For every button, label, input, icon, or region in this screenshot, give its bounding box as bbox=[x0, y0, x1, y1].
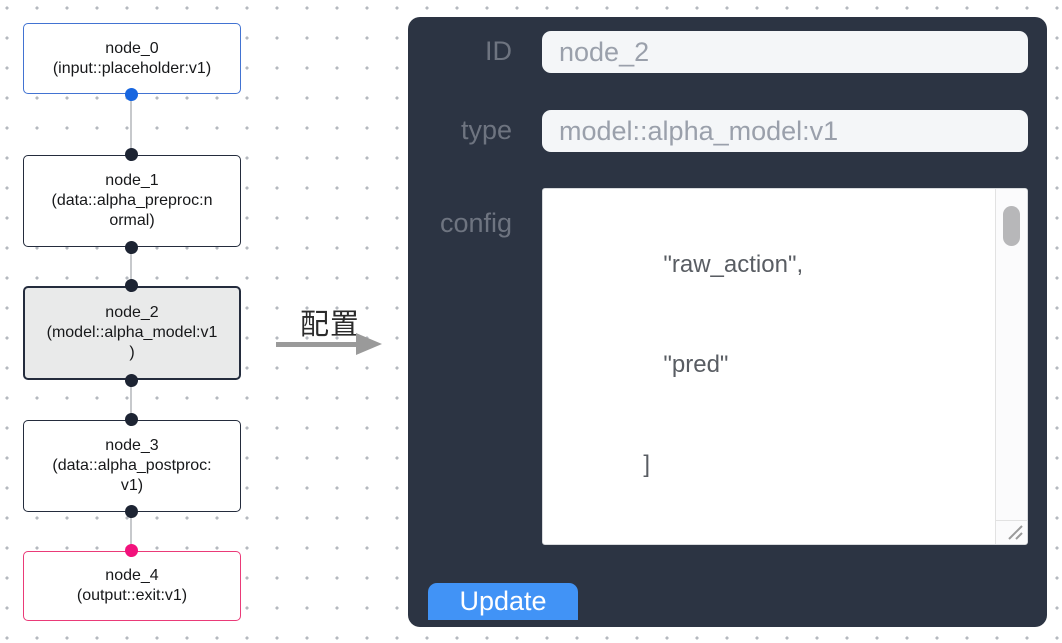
port-node_2-input[interactable] bbox=[125, 279, 138, 292]
node-title: node_3 bbox=[105, 437, 159, 454]
scrollbar-track-border bbox=[995, 189, 996, 544]
edge-node_0-node_1 bbox=[130, 94, 132, 155]
scrollbar-track[interactable] bbox=[996, 189, 1027, 544]
config-textarea[interactable]: "raw_action", "pred" ] }, "trace": { "sc… bbox=[542, 188, 1028, 545]
config-panel: ID node_2 type model::alpha_model:v1 con… bbox=[408, 17, 1047, 627]
node-subtitle-line: (model::alpha_model:v1 bbox=[46, 324, 218, 341]
flow-node-node_3[interactable]: node_3 (data::alpha_postproc: v1) bbox=[23, 420, 241, 512]
id-input-value: node_2 bbox=[559, 37, 650, 67]
resize-handle-icon[interactable] bbox=[1006, 523, 1024, 541]
node-subtitle-line: (input::placeholder:v1) bbox=[52, 59, 212, 77]
scrollbar-corner-border bbox=[995, 520, 1027, 521]
edge-node_3-node_4 bbox=[130, 512, 132, 551]
id-field-label: ID bbox=[485, 36, 512, 66]
node-subtitle-line: (data::alpha_postproc: bbox=[52, 457, 212, 474]
port-node_3-input[interactable] bbox=[125, 413, 138, 426]
node-subtitle-line: ormal) bbox=[109, 212, 155, 229]
port-node_1-output[interactable] bbox=[125, 241, 138, 254]
edge-node_1-node_2 bbox=[130, 247, 132, 286]
annotation-arrow bbox=[276, 342, 356, 347]
type-field-label: type bbox=[460, 115, 512, 145]
node-title: node_1 bbox=[105, 172, 159, 189]
scrollbar-thumb[interactable] bbox=[1003, 206, 1020, 246]
edge-node_2-node_3 bbox=[130, 380, 132, 420]
node-subtitle-line: ) bbox=[129, 344, 135, 361]
flow-node-node_1[interactable]: node_1 (data::alpha_preproc:n ormal) bbox=[23, 155, 241, 247]
port-node_4-input[interactable] bbox=[125, 544, 138, 557]
type-input[interactable]: model::alpha_model:v1 bbox=[542, 110, 1028, 152]
node-subtitle-line: (data::alpha_preproc:n bbox=[51, 192, 213, 209]
port-node_2-output[interactable] bbox=[125, 374, 138, 387]
node-title: node_0 bbox=[105, 39, 159, 57]
config-json-content: "raw_action", "pred" ] }, "trace": { "sc… bbox=[550, 251, 804, 478]
flow-node-node_0[interactable]: node_0 (input::placeholder:v1) bbox=[23, 23, 241, 94]
node-subtitle-line: (output::exit:v1) bbox=[76, 587, 188, 604]
annotation-arrow-head-icon bbox=[356, 333, 382, 355]
node-subtitle-line: v1) bbox=[120, 477, 144, 494]
flow-node-node_2-selected[interactable]: node_2 (model::alpha_model:v1 ) bbox=[23, 286, 241, 380]
config-field-label: config bbox=[439, 208, 512, 238]
flow-node-node_4[interactable]: node_4 (output::exit:v1) bbox=[23, 551, 241, 621]
id-input[interactable]: node_2 bbox=[542, 31, 1028, 73]
node-title: node_4 bbox=[105, 567, 159, 584]
annotation-label: 配置 bbox=[299, 309, 360, 341]
node-title: node_2 bbox=[105, 304, 159, 321]
update-button[interactable]: Update bbox=[428, 583, 578, 620]
type-input-value: model::alpha_model:v1 bbox=[559, 116, 839, 146]
port-node_3-output[interactable] bbox=[125, 505, 138, 518]
port-node_0-output[interactable] bbox=[125, 88, 138, 101]
port-node_1-input[interactable] bbox=[125, 148, 138, 161]
